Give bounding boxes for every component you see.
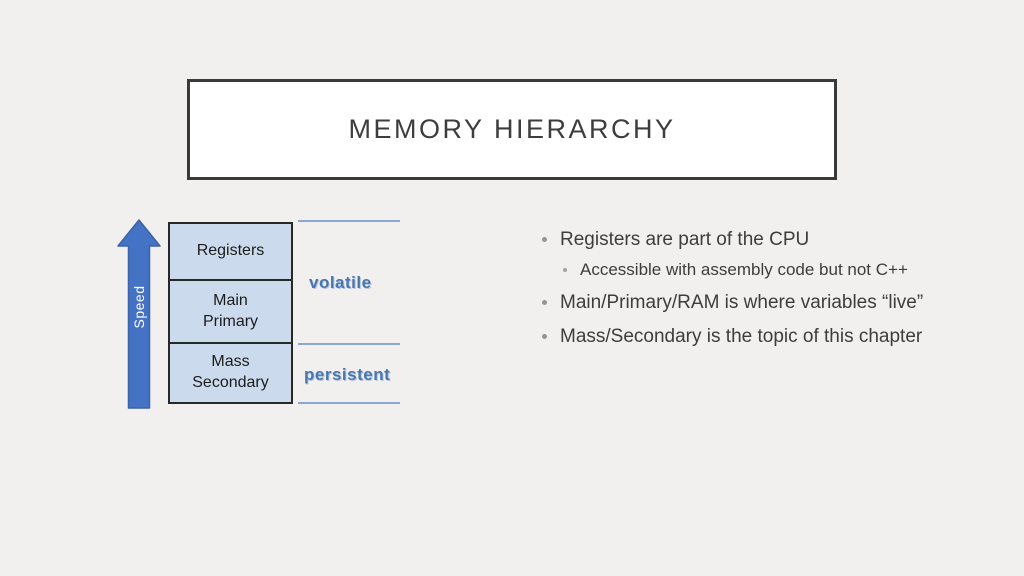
persistent-label: persistent [304,365,391,384]
bullet-assembly-access: Accessible with assembly code but not C+… [557,258,908,281]
speed-up-arrow-icon [117,219,161,409]
bullet-list: Registers are part of the CPU Accessible… [536,0,976,576]
bracket-line-bottom [298,402,400,404]
speed-axis-label: Speed [131,285,147,329]
bracket-line-middle [298,343,400,345]
table-row-main-primary: Main Primary [170,281,291,344]
bullet-text: Mass/Secondary is the topic of this chap… [560,326,923,347]
memory-levels-table: Registers Main Primary Mass Secondary [168,222,293,404]
bullet-dot-icon [542,334,547,339]
bullet-dot-icon [563,268,567,272]
bullet-registers-cpu: Registers are part of the CPU [536,227,809,252]
volatile-label: volatile [309,273,372,292]
bullet-dot-icon [542,237,547,242]
bullet-mass-secondary-topic: Mass/Secondary is the topic of this chap… [536,324,922,349]
slide-title: MEMORY HIERARCHY [348,114,676,144]
slide-title-box: MEMORY HIERARCHY [187,79,837,180]
bracket-line-top [298,220,400,222]
bullet-text: Accessible with assembly code but not C+… [580,260,908,279]
bullet-main-primary-ram: Main/Primary/RAM is where variables “liv… [536,290,923,315]
bullet-text: Registers are part of the CPU [560,229,810,250]
table-row-registers: Registers [170,224,291,282]
table-row-mass-secondary: Mass Secondary [192,353,269,391]
bullet-dot-icon [542,300,547,305]
bullet-text: Main/Primary/RAM is where variables “liv… [560,292,924,313]
